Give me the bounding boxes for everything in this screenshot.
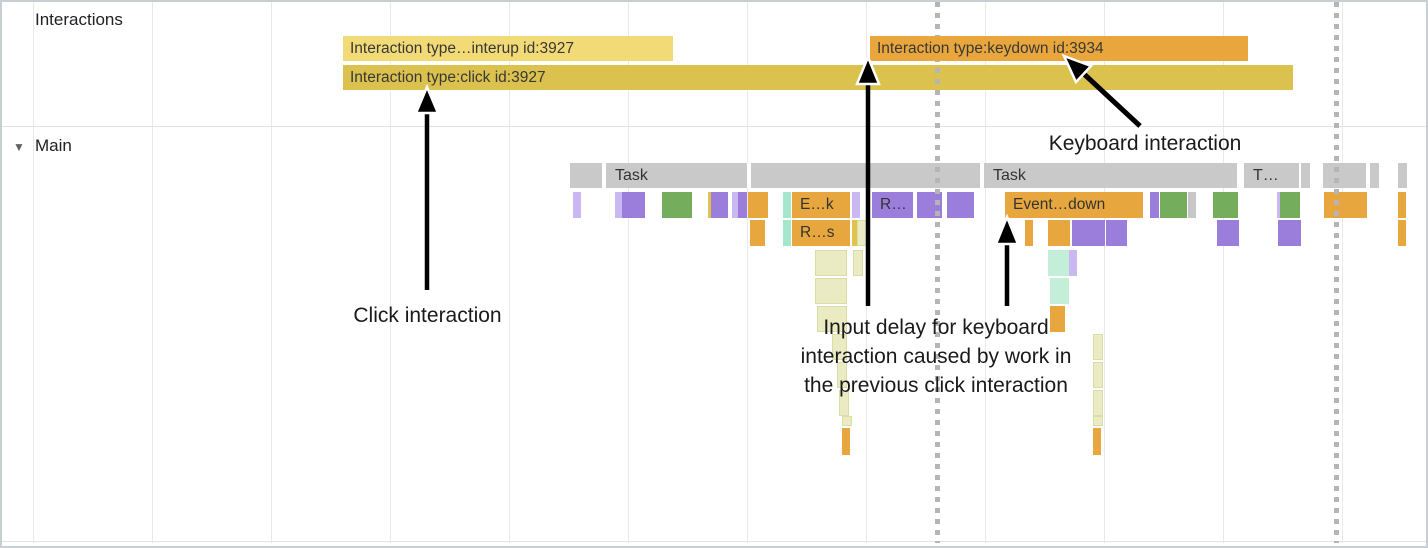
flame-bar[interactable]: R…s bbox=[792, 220, 850, 246]
flame-bar[interactable] bbox=[783, 220, 791, 246]
flame-bar[interactable] bbox=[853, 250, 863, 276]
interaction-boundary-dotted-line bbox=[1334, 2, 1339, 543]
flame-bar[interactable] bbox=[1093, 334, 1103, 360]
flame-bar[interactable] bbox=[852, 192, 860, 218]
gridline bbox=[985, 2, 986, 543]
task-bar[interactable] bbox=[1322, 163, 1367, 188]
interactions-track-label: Interactions bbox=[35, 10, 123, 29]
flame-bar[interactable] bbox=[783, 192, 791, 218]
flame-bar[interactable] bbox=[842, 428, 850, 455]
flame-bar[interactable] bbox=[662, 192, 692, 218]
flame-bar[interactable] bbox=[1093, 416, 1103, 426]
input-delay-annotation: Input delay for keyboard interaction cau… bbox=[800, 316, 1072, 397]
task-bar[interactable] bbox=[750, 163, 981, 188]
task-bar[interactable]: Task bbox=[983, 163, 1238, 188]
gridline bbox=[1104, 2, 1105, 543]
flame-bar[interactable] bbox=[738, 192, 747, 218]
task-bar[interactable]: Task bbox=[605, 163, 748, 188]
flame-bar[interactable]: E…k bbox=[792, 192, 850, 218]
flame-bar[interactable] bbox=[1048, 220, 1070, 246]
flame-bar[interactable] bbox=[1188, 192, 1196, 218]
flame-bar[interactable] bbox=[1072, 220, 1105, 246]
flame-bar[interactable] bbox=[815, 278, 847, 304]
track-separator bbox=[2, 126, 1426, 127]
event-keydown-arrow bbox=[994, 213, 1020, 306]
interaction-keydown-bar[interactable]: Interaction type:keydown id:3934 bbox=[870, 36, 1248, 61]
flame-bar[interactable] bbox=[1050, 278, 1069, 304]
flame-bar[interactable]: R… bbox=[872, 192, 913, 218]
flame-bar[interactable] bbox=[817, 306, 847, 332]
flame-bar[interactable] bbox=[732, 192, 740, 218]
gridline bbox=[390, 2, 391, 543]
interaction-boundary-dotted-line bbox=[935, 2, 940, 543]
task-bar[interactable] bbox=[1369, 163, 1380, 188]
flame-bar[interactable] bbox=[839, 390, 849, 416]
flame-bar[interactable] bbox=[1093, 428, 1101, 455]
flame-bar[interactable] bbox=[1280, 192, 1300, 218]
flame-bar[interactable] bbox=[857, 220, 867, 246]
flame-bar[interactable] bbox=[1093, 362, 1103, 388]
flame-bar[interactable] bbox=[622, 192, 645, 218]
main-track-label[interactable]: Main bbox=[35, 136, 72, 155]
gridline bbox=[152, 2, 153, 543]
flame-bar[interactable] bbox=[1150, 192, 1159, 218]
flame-bar[interactable]: Event…down bbox=[1005, 192, 1143, 218]
gridline bbox=[747, 2, 748, 543]
flame-bar[interactable] bbox=[573, 192, 581, 218]
interaction-click-bar[interactable]: Interaction type:click id:3927 bbox=[343, 65, 1293, 90]
click-interaction-arrow bbox=[414, 83, 440, 290]
keyboard-interaction-annotation: Keyboard interaction bbox=[1048, 132, 1242, 155]
flame-bar[interactable] bbox=[852, 220, 860, 246]
flame-bar[interactable] bbox=[1106, 220, 1127, 246]
chart-bottom-line bbox=[2, 541, 1426, 542]
flame-bar[interactable] bbox=[1050, 306, 1065, 332]
flame-bar[interactable] bbox=[842, 416, 852, 426]
flame-bar[interactable] bbox=[1324, 192, 1367, 218]
flame-bar[interactable] bbox=[837, 362, 847, 388]
gridline bbox=[1342, 2, 1343, 543]
flame-bar[interactable] bbox=[615, 192, 623, 218]
gridline bbox=[628, 2, 629, 543]
flame-bar[interactable] bbox=[1398, 192, 1406, 218]
flame-bar[interactable] bbox=[1160, 192, 1187, 218]
main-track-collapse-icon[interactable]: ▼ bbox=[13, 140, 25, 154]
task-bar[interactable] bbox=[569, 163, 603, 188]
flame-bar[interactable] bbox=[1093, 390, 1103, 416]
gridline bbox=[271, 2, 272, 543]
task-bar[interactable] bbox=[1300, 163, 1311, 188]
flame-bar[interactable] bbox=[750, 220, 765, 246]
task-bar[interactable]: T… bbox=[1243, 163, 1300, 188]
interaction-pointerup-bar[interactable]: Interaction type…interup id:3927 bbox=[343, 36, 673, 61]
task-bar[interactable] bbox=[1397, 163, 1408, 188]
flame-bar[interactable] bbox=[1217, 220, 1239, 246]
flame-bar[interactable] bbox=[1025, 220, 1033, 246]
gridline bbox=[1223, 2, 1224, 543]
flame-bar[interactable] bbox=[1278, 220, 1301, 246]
flame-bar[interactable] bbox=[815, 250, 847, 276]
click-interaction-annotation: Click interaction bbox=[353, 304, 502, 327]
gridline bbox=[509, 2, 510, 543]
flame-bar[interactable] bbox=[1069, 250, 1077, 276]
flame-bar[interactable] bbox=[1048, 250, 1069, 276]
flame-bar[interactable] bbox=[1213, 192, 1238, 218]
flame-bar[interactable] bbox=[711, 192, 728, 218]
flame-bar[interactable] bbox=[748, 192, 768, 218]
flame-bar[interactable] bbox=[832, 334, 847, 360]
flame-bar[interactable] bbox=[1398, 220, 1406, 246]
gridline bbox=[33, 2, 34, 543]
flame-bar[interactable] bbox=[947, 192, 974, 218]
